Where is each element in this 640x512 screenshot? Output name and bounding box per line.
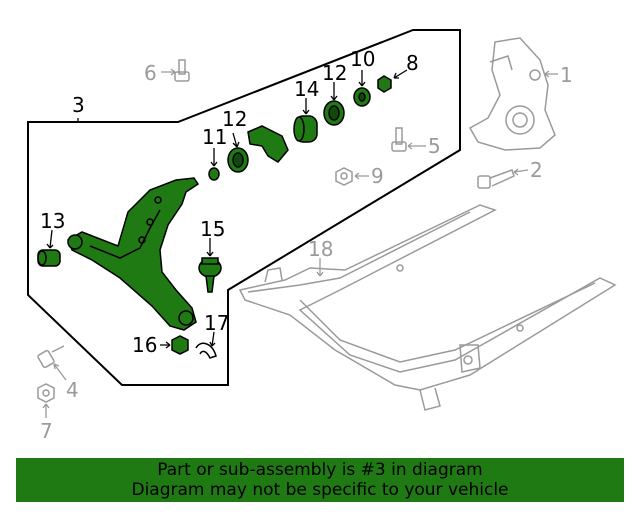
bushing-14-part[interactable] (293, 115, 318, 143)
callout-9: 9 (371, 164, 384, 188)
callout-8: 8 (406, 51, 419, 75)
ball-joint-15-part[interactable] (198, 257, 222, 293)
stopper-12b-part[interactable] (323, 100, 345, 126)
assembly-3-boundary (27, 29, 461, 386)
washer-11-part[interactable] (208, 167, 220, 181)
callout-4: 4 (66, 378, 79, 402)
info-banner: Part or sub-assembly is #3 in diagram Di… (16, 458, 624, 502)
callout-18: 18 (308, 237, 333, 261)
bushing-13-part[interactable] (37, 249, 61, 267)
banner-line-2: Diagram may not be specific to your vehi… (131, 480, 509, 500)
bushing-bracket-part[interactable] (247, 125, 289, 163)
callout-3: 3 (72, 93, 85, 117)
bolt-2-part[interactable] (477, 169, 515, 189)
callout-15: 15 (200, 217, 225, 241)
callout-14: 14 (294, 77, 319, 101)
callout-1: 1 (560, 63, 573, 87)
callout-6: 6 (144, 61, 157, 85)
callout-12a: 12 (222, 107, 247, 131)
lower-control-arm-part[interactable] (67, 177, 200, 331)
callout-13: 13 (40, 209, 65, 233)
bolt-6-part[interactable] (174, 59, 190, 82)
stopper-12a-part[interactable] (227, 147, 249, 173)
callout-7: 7 (40, 419, 53, 443)
subframe-18-part[interactable] (238, 204, 617, 411)
callout-5: 5 (428, 134, 441, 158)
parts-diagram: 1 2 3 4 5 6 7 8 9 10 11 12 12 13 14 15 1… (27, 29, 617, 443)
cotter-pin-17-part[interactable] (195, 342, 217, 359)
leader-lines (42, 68, 558, 418)
washer-10-part[interactable] (353, 87, 371, 107)
callout-2: 2 (530, 158, 543, 182)
callout-17: 17 (204, 311, 229, 335)
callout-10: 10 (350, 47, 375, 71)
callout-16: 16 (132, 333, 157, 357)
banner-line-1: Part or sub-assembly is #3 in diagram (157, 460, 483, 480)
bolt-5-part[interactable] (391, 127, 407, 152)
bolt-4-part[interactable] (37, 345, 65, 369)
nut-7-part[interactable] (37, 383, 55, 403)
steering-knuckle-part[interactable] (468, 37, 556, 151)
callout-11: 11 (202, 125, 227, 149)
nut-9-part[interactable] (335, 167, 353, 186)
nut-16-part[interactable] (171, 335, 189, 355)
nut-8-part[interactable] (377, 75, 392, 93)
callout-12b: 12 (322, 61, 347, 85)
